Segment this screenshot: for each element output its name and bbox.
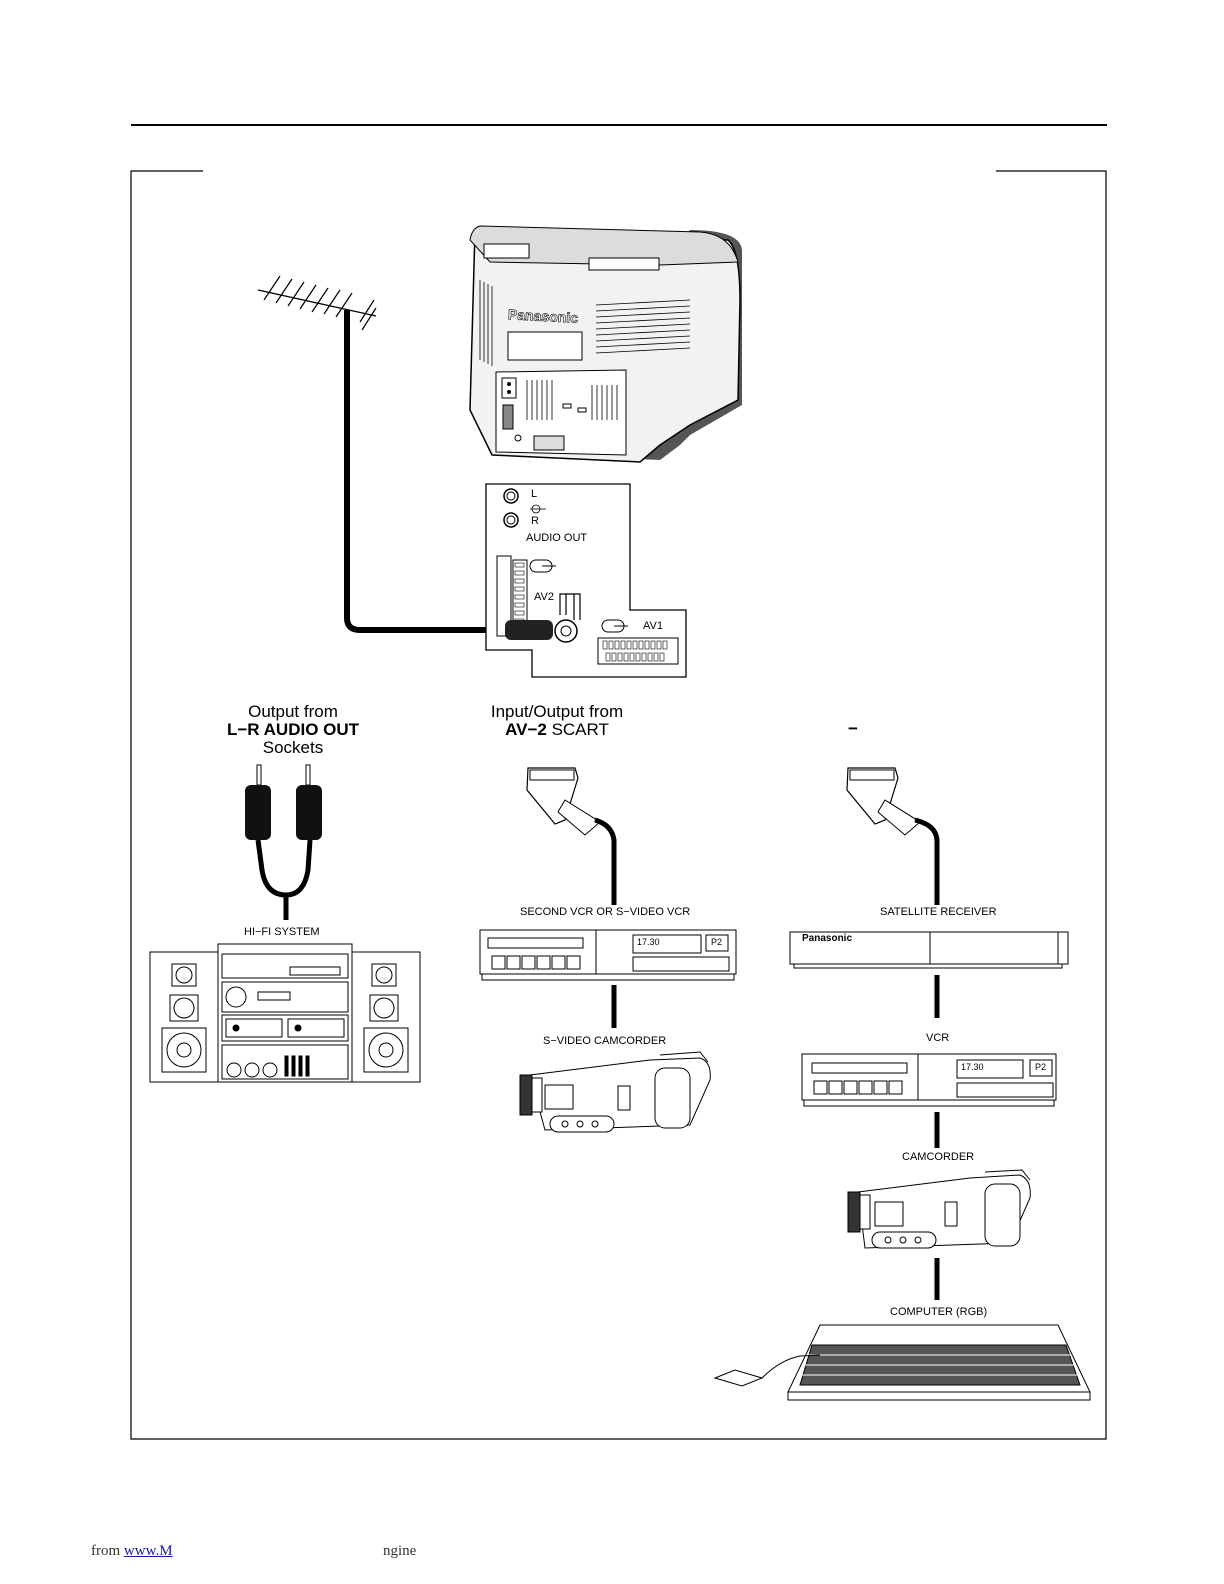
audio-out-label: AUDIO OUT xyxy=(526,532,587,544)
second-vcr-label: SECOND VCR OR S−VIDEO VCR xyxy=(520,906,690,918)
footer-prefix: from xyxy=(91,1543,124,1559)
caption-center-line1: Input/Output from xyxy=(467,703,647,721)
camcorder-label: CAMCORDER xyxy=(902,1151,974,1163)
phono-plugs xyxy=(245,765,322,920)
right-vcr-time: 17.30 xyxy=(961,1062,984,1072)
socket-l-label: L xyxy=(531,488,537,500)
second-vcr-time: 17.30 xyxy=(637,937,660,947)
caption-left-line2: L−R AUDIO OUT xyxy=(203,721,383,739)
hifi-system xyxy=(150,944,420,1082)
caption-left-line3: Sockets xyxy=(203,739,383,757)
computer-label: COMPUTER (RGB) xyxy=(890,1306,987,1318)
socket-panel xyxy=(486,484,686,677)
scart-plug-center xyxy=(527,768,614,905)
caption-center-bold: AV−2 xyxy=(505,720,547,739)
svideo-camcorder-label: S−VIDEO CAMCORDER xyxy=(543,1035,666,1047)
camcorder xyxy=(848,1170,1030,1248)
computer xyxy=(715,1325,1090,1400)
tv-set xyxy=(470,226,742,462)
av2-label: AV2 xyxy=(534,591,554,603)
satellite-brand: Panasonic xyxy=(802,933,852,944)
hifi-label: HI−FI SYSTEM xyxy=(244,926,320,938)
vcr-label: VCR xyxy=(926,1032,949,1044)
caption-left: Output from L−R AUDIO OUT Sockets xyxy=(203,703,383,757)
caption-center: Input/Output from AV−2 SCART xyxy=(467,703,647,739)
satellite-label: SATELLITE RECEIVER xyxy=(880,906,997,918)
svideo-camcorder xyxy=(520,1052,710,1132)
footer: from www.M xyxy=(91,1543,264,1560)
scart-plug-right xyxy=(847,768,937,905)
footer-link[interactable]: www.M xyxy=(124,1543,264,1560)
socket-r-label: R xyxy=(531,515,539,527)
av1-label: AV1 xyxy=(643,620,663,632)
footer-suffix: ngine xyxy=(383,1543,416,1560)
caption-center-rest: SCART xyxy=(547,720,609,739)
caption-left-line1: Output from xyxy=(203,703,383,721)
second-vcr-prog: P2 xyxy=(711,937,722,947)
caption-right-dash: − xyxy=(848,720,858,738)
right-vcr xyxy=(802,1054,1056,1106)
second-vcr xyxy=(480,930,736,980)
right-vcr-prog: P2 xyxy=(1035,1062,1046,1072)
antenna xyxy=(258,276,376,330)
